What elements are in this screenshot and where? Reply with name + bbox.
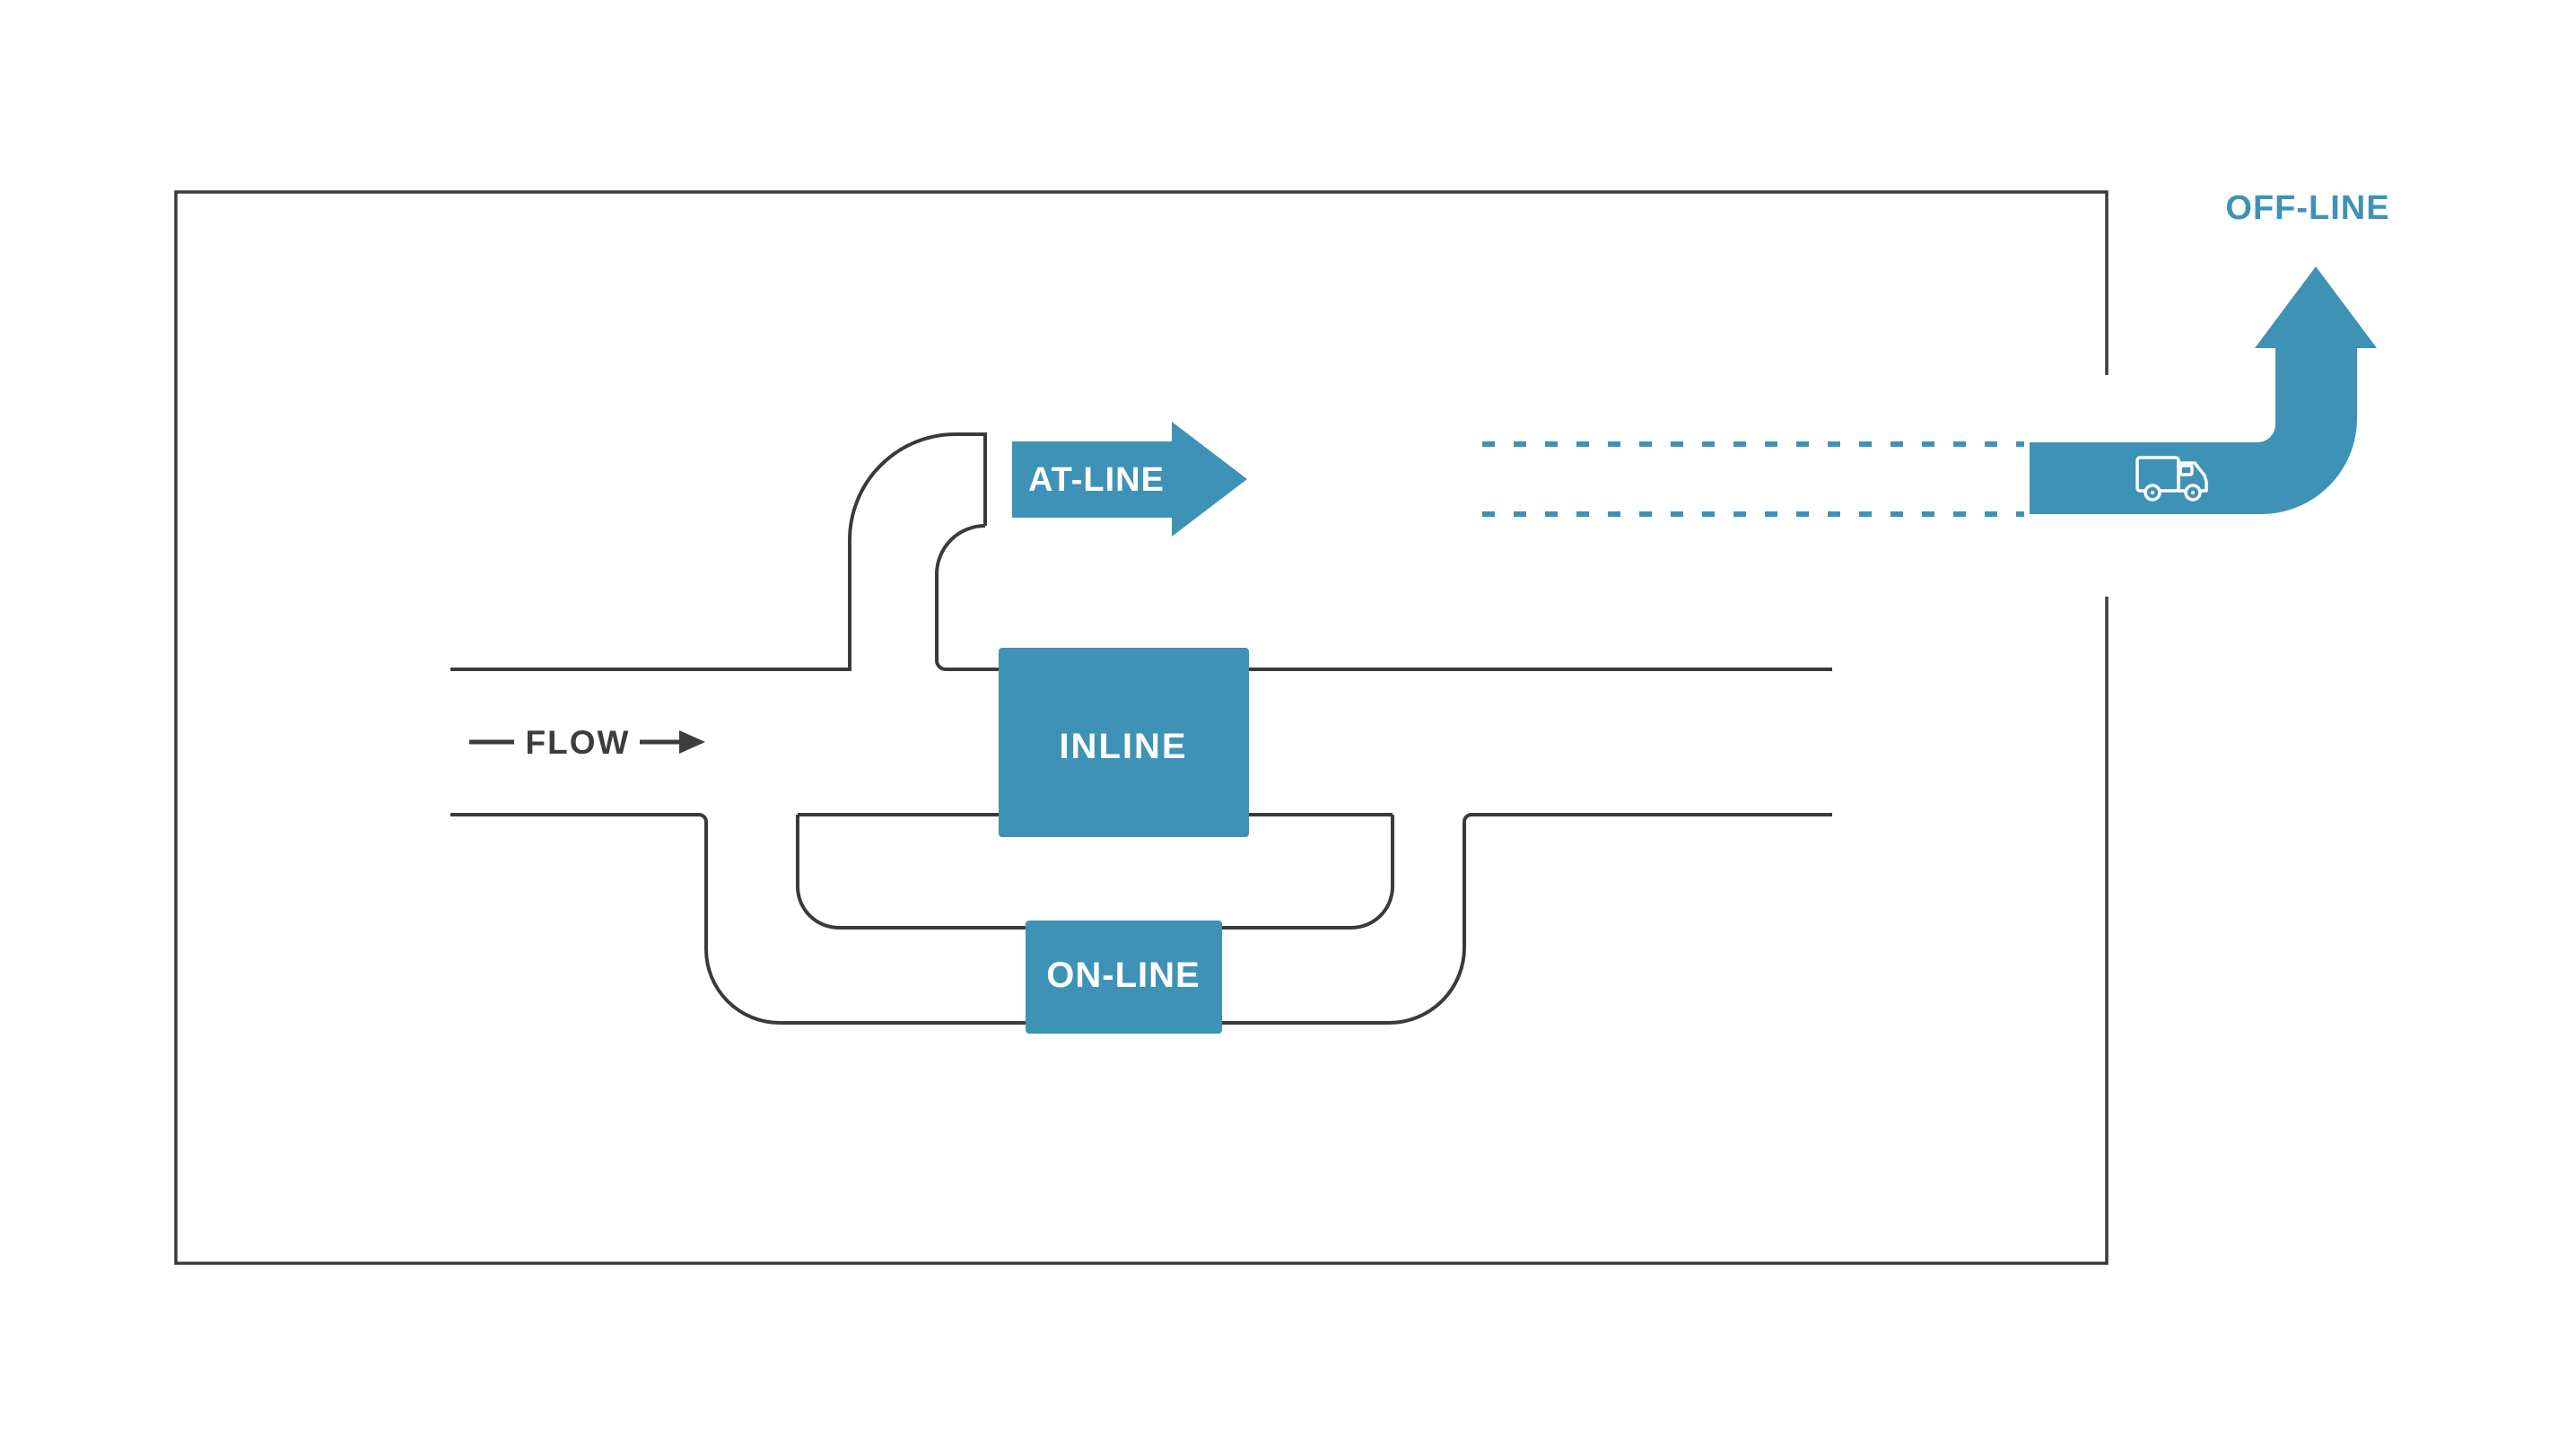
truck-window <box>2179 464 2194 476</box>
truck-cab <box>2177 461 2208 493</box>
offline-arrow <box>2030 266 2377 514</box>
main-pipe-top-and-branch-outer <box>450 432 987 671</box>
at-line-arrow <box>1012 422 1247 537</box>
offline-label: OFF-LINE <box>2225 189 2389 227</box>
truck-rear-hub <box>2151 491 2154 494</box>
online-label: ON-LINE <box>1046 956 1200 995</box>
process-boundary <box>174 190 2109 1265</box>
truck-icon <box>2135 456 2208 502</box>
flow-label: FLOW <box>526 724 631 761</box>
sampling-branch-inner <box>935 524 1832 671</box>
inline-box <box>999 648 1249 837</box>
truck-front-hub <box>2191 491 2195 494</box>
flow-arrowhead-icon <box>679 730 705 754</box>
online-box <box>1026 921 1222 1034</box>
at-line-label: AT-LINE <box>1028 461 1165 499</box>
inline-label: INLINE <box>1059 727 1187 766</box>
